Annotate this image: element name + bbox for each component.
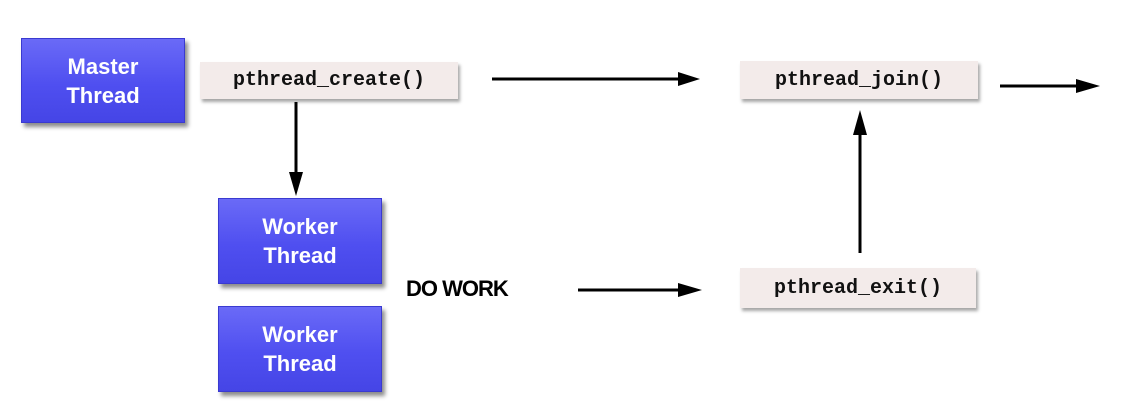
worker-thread-box-2: Worker Thread bbox=[218, 306, 382, 392]
pthread-create-box: pthread_create() bbox=[200, 62, 458, 99]
pthread-join-box: pthread_join() bbox=[740, 61, 978, 99]
master-thread-label-line1: Master bbox=[67, 53, 139, 79]
do-work-label: DO WORK bbox=[406, 276, 509, 301]
master-thread-label-line2: Thread bbox=[66, 82, 140, 108]
pthread-exit-label: pthread_exit() bbox=[773, 276, 943, 300]
worker-thread-box-1: Worker Thread bbox=[218, 198, 382, 284]
arrowhead-join-out bbox=[1076, 79, 1100, 93]
arrowhead-create-to-join bbox=[678, 72, 700, 86]
pthread-exit-box: pthread_exit() bbox=[740, 268, 976, 308]
master-thread-box: Master Thread bbox=[21, 38, 185, 123]
worker-thread-1-label-line2: Thread bbox=[263, 243, 337, 268]
pthread-join-label: pthread_join() bbox=[774, 68, 944, 92]
worker-thread-2-label-line1: Worker bbox=[262, 322, 338, 347]
worker-thread-1-label-line1: Worker bbox=[262, 214, 338, 239]
arrowhead-dowork-to-exit bbox=[678, 283, 702, 297]
worker-thread-2-label-line2: Thread bbox=[263, 351, 337, 376]
arrowhead-create-to-worker bbox=[289, 172, 303, 196]
pthread-create-label: pthread_create() bbox=[232, 69, 426, 92]
arrowhead-exit-to-join bbox=[853, 110, 867, 135]
